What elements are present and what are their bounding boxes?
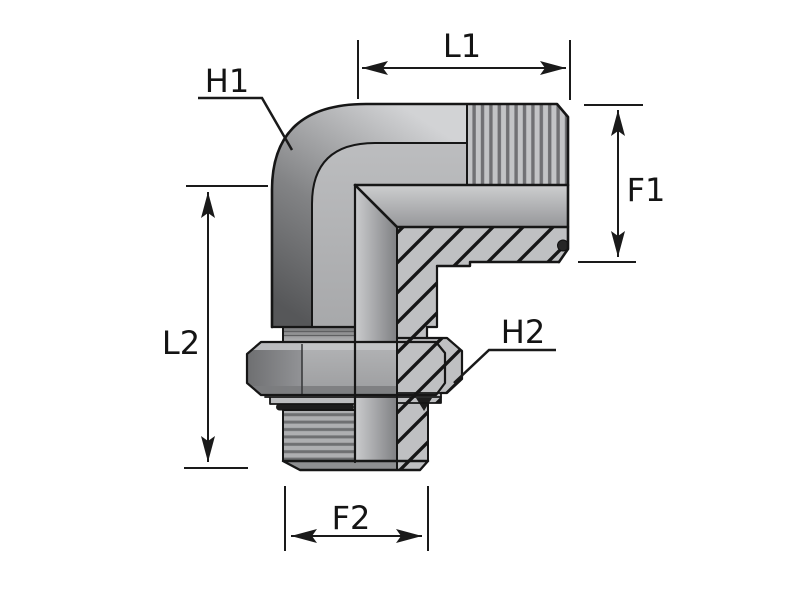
dimension-labels: L1 F1 L2 F2 H1 H2 bbox=[162, 27, 665, 537]
arrowhead-down bbox=[201, 436, 215, 462]
stud-thread bbox=[283, 410, 428, 470]
dimensions bbox=[184, 40, 643, 551]
dim-L2 bbox=[184, 185, 268, 469]
arrowhead-left bbox=[362, 61, 388, 75]
part-outlines bbox=[245, 102, 570, 472]
arrowhead-down bbox=[611, 231, 625, 257]
male-thread-end bbox=[467, 104, 568, 185]
label-F2: F2 bbox=[332, 499, 371, 537]
dim-L1 bbox=[357, 40, 571, 100]
bore-surface-vertical bbox=[355, 185, 397, 462]
label-L1: L1 bbox=[443, 27, 481, 65]
arrowhead-right bbox=[396, 529, 422, 543]
label-H2: H2 bbox=[501, 313, 545, 351]
arrowhead-right bbox=[540, 61, 566, 75]
dim-F1 bbox=[578, 104, 643, 263]
arrowhead-left bbox=[291, 529, 317, 543]
elbow-outer-shading-band bbox=[272, 104, 467, 327]
callout-H1 bbox=[198, 96, 294, 151]
label-H1: H1 bbox=[205, 62, 249, 100]
label-F1: F1 bbox=[627, 171, 666, 209]
oring-seal bbox=[276, 403, 354, 411]
stud-bottom-chamfer bbox=[283, 461, 428, 470]
washer-oring-section bbox=[416, 398, 432, 411]
bore-surface-horizontal bbox=[355, 185, 568, 227]
dim-F2 bbox=[284, 486, 429, 551]
washer bbox=[270, 397, 355, 411]
label-L2: L2 bbox=[162, 324, 200, 362]
collar bbox=[283, 327, 355, 342]
arrowhead-up bbox=[201, 192, 215, 218]
elbow-body bbox=[272, 104, 467, 327]
arrowhead-up bbox=[611, 110, 625, 136]
callout-H2 bbox=[453, 348, 556, 384]
hex-locknut bbox=[247, 342, 445, 395]
